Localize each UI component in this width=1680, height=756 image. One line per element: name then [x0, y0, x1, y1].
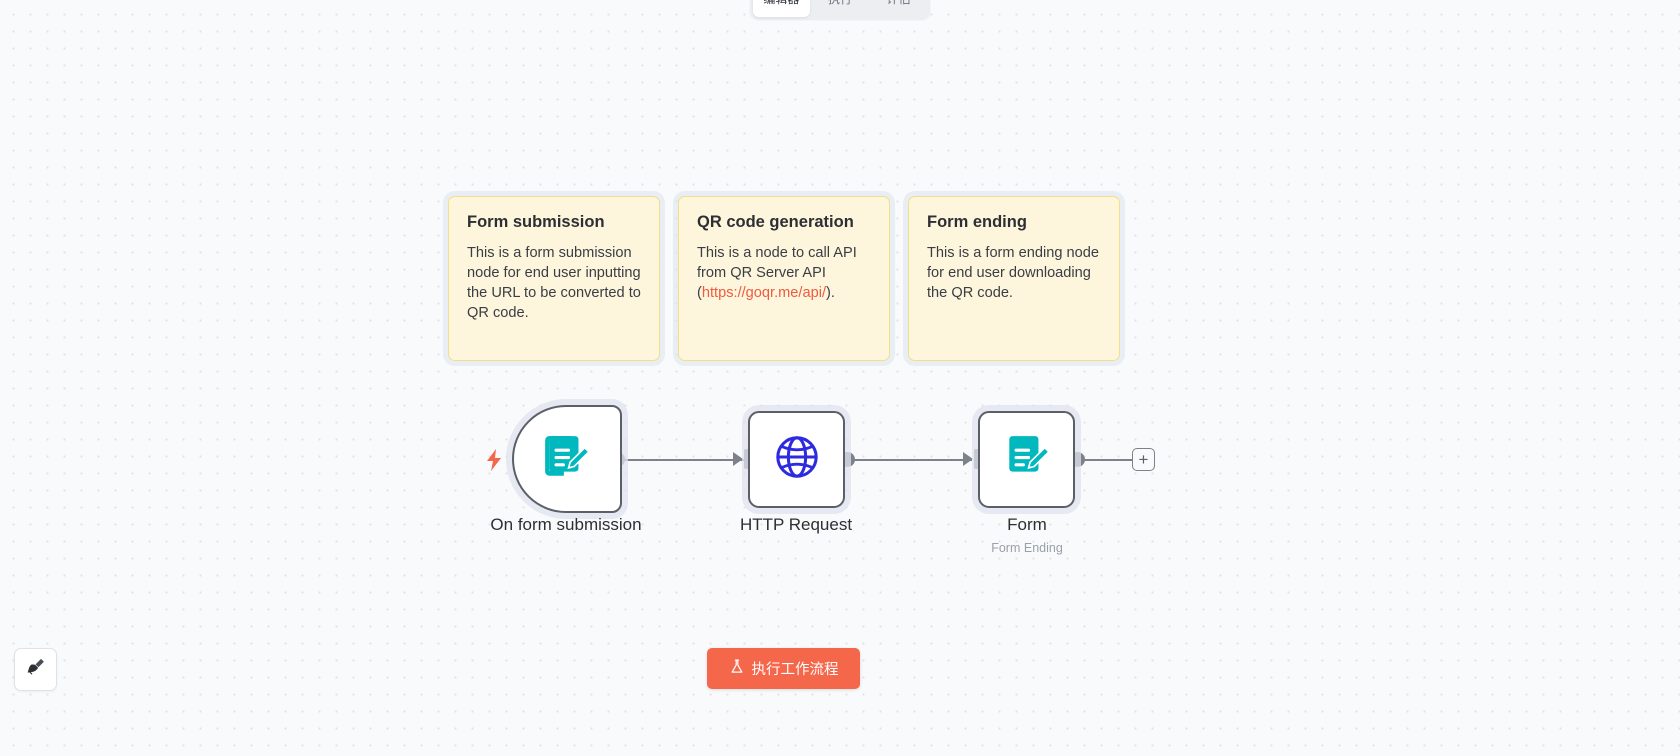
node-http-request[interactable]: [748, 411, 845, 508]
sticky-note-body: This is a node to call API from QR Serve…: [697, 243, 871, 303]
node-label-http-request: HTTP Request: [739, 515, 853, 534]
add-node-button[interactable]: +: [1132, 448, 1155, 471]
editor-tab-bar: 编辑器 执行 评估: [750, 0, 930, 20]
connection-form-to-add[interactable]: [1080, 459, 1132, 461]
sticky-note-form-ending[interactable]: Form ending This is a form ending node f…: [908, 196, 1120, 361]
broom-icon: [25, 656, 47, 683]
trigger-lightning-icon: [483, 448, 505, 472]
execute-workflow-button[interactable]: 执行工作流程: [707, 648, 860, 689]
sticky-note-body-prefix: This is a node to call API from QR Serve…: [697, 244, 857, 302]
sticky-note-title: Form submission: [467, 213, 605, 231]
globe-icon: [774, 434, 820, 485]
tab-evaluations[interactable]: 评估: [870, 0, 927, 17]
qr-server-api-link[interactable]: https://goqr.me/api/: [701, 285, 826, 302]
node-form[interactable]: [978, 411, 1075, 508]
node-label-on-form-submission: On form submission: [490, 515, 642, 534]
tidy-up-button[interactable]: [14, 648, 57, 691]
sticky-note-title: Form ending: [927, 213, 1027, 231]
connection-trigger-to-http[interactable]: [620, 459, 746, 461]
node-on-form-submission[interactable]: [512, 405, 622, 513]
sticky-note-body: This is a form submission node for end u…: [467, 244, 641, 322]
form-pencil-icon: [542, 432, 592, 487]
sticky-note-title: QR code generation: [697, 213, 854, 231]
form-pencil-icon: [1002, 432, 1052, 487]
tab-executions[interactable]: 执行: [812, 0, 869, 17]
connection-arrow-icon: [733, 452, 743, 466]
sticky-note-body: This is a form ending node for end user …: [927, 244, 1099, 302]
sticky-note-qr-code-generation[interactable]: QR code generation This is a node to cal…: [678, 196, 890, 361]
connection-arrow-icon: [963, 452, 973, 466]
sticky-note-form-submission[interactable]: Form submission This is a form submissio…: [448, 196, 660, 361]
node-label-form: Form: [1007, 515, 1047, 534]
execute-workflow-label: 执行工作流程: [751, 662, 839, 678]
node-subtitle-form: Form Ending: [991, 541, 1063, 555]
tab-editor[interactable]: 编辑器: [753, 0, 810, 17]
sticky-note-body-suffix: ).: [826, 285, 835, 302]
flask-icon: [729, 658, 745, 679]
connection-http-to-form[interactable]: [850, 459, 972, 461]
